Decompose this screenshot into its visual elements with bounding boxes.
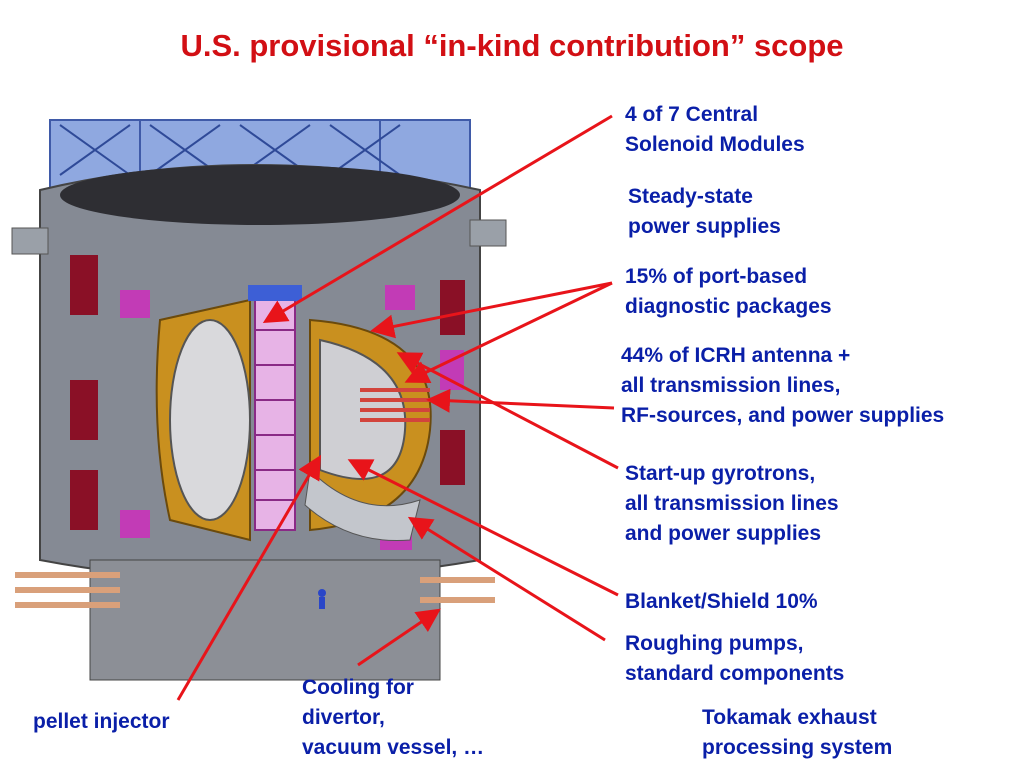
label-diagnostics: 15% of port-based diagnostic packages (625, 265, 832, 318)
label-central-solenoid: 4 of 7 Central Solenoid Modules (625, 103, 805, 156)
label-roughing-pumps: Roughing pumps, standard components (625, 632, 845, 685)
person-scale-figure (318, 589, 326, 597)
page-title: U.S. provisional “in-kind contribution” … (180, 28, 844, 63)
cryostat-base (15, 559, 495, 681)
label-blanket: Blanket/Shield 10% (625, 590, 818, 613)
label-cooling: Cooling for divertor, vacuum vessel, … (302, 676, 485, 759)
label-gyrotrons: Start-up gyrotrons, all transmission lin… (625, 462, 839, 545)
label-pellet-injector: pellet injector (33, 710, 170, 733)
icrh-port-plug (360, 388, 430, 422)
central-solenoid (248, 285, 302, 531)
label-exhaust: Tokamak exhaust processing system (702, 706, 893, 759)
label-icrh: 44% of ICRH antenna + all transmission l… (621, 344, 945, 427)
label-steady-state-power: Steady-state power supplies (628, 185, 781, 238)
